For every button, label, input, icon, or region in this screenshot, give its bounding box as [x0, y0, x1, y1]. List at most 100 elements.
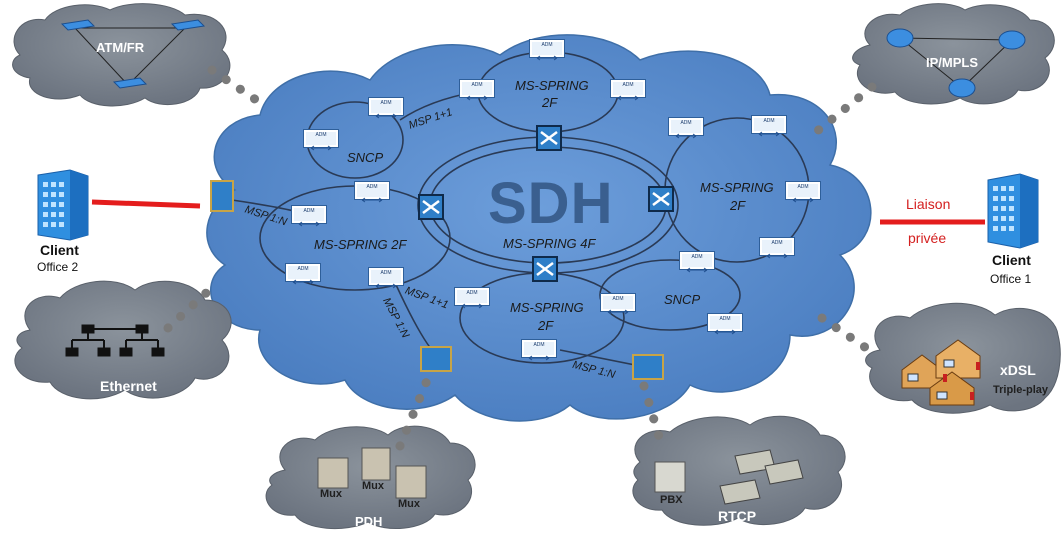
connector-ipmpls — [811, 82, 877, 137]
mux-label-3: Mux — [398, 498, 420, 510]
adm-node-icon: ADM — [669, 118, 703, 139]
ethernet-label: Ethernet — [100, 378, 157, 394]
ring-bottom-sub: 2F — [538, 318, 554, 333]
connector-xdsl — [817, 313, 883, 361]
ipmpls-label: IP/MPLS — [926, 55, 979, 70]
adm-node-label: ADM — [533, 342, 545, 348]
rtcp-label: RTCP — [718, 508, 757, 524]
ring-top-label: MS-SPRING — [515, 78, 589, 93]
adm-node-icon: ADM — [786, 182, 820, 203]
sdh-cloud — [206, 34, 872, 422]
adm-arrow-icon — [375, 276, 397, 289]
adm-node-label: ADM — [315, 132, 327, 138]
adm-arrow-icon — [461, 296, 483, 309]
adm-arrow-icon — [310, 138, 332, 151]
adm-node-label: ADM — [380, 100, 392, 106]
adm-arrow-icon — [361, 190, 383, 203]
adm-node-icon: ADM — [292, 206, 326, 227]
adm-arrow-icon — [617, 88, 639, 101]
connector-ethernet — [163, 277, 223, 333]
adm-node-icon: ADM — [611, 80, 645, 101]
xdsl-sub-label: Triple-play — [993, 384, 1049, 396]
adm-node-icon: ADM — [708, 314, 742, 335]
adm-node-icon: ADM — [355, 182, 389, 203]
leased-line-label-1: Liaison — [906, 196, 951, 212]
adm-node-label: ADM — [366, 184, 378, 190]
adm-node-label: ADM — [680, 120, 692, 126]
adm-node-icon: ADM — [369, 268, 403, 289]
adm-node-label: ADM — [297, 266, 309, 272]
adm-arrow-icon — [375, 106, 397, 119]
adm-node-icon: ADM — [601, 294, 635, 315]
adm-node-label: ADM — [612, 296, 624, 302]
adm-arrow-icon — [766, 246, 788, 259]
ring-sncp-right — [599, 259, 741, 331]
connectors — [163, 65, 883, 451]
mux-label-2: Mux — [362, 480, 384, 492]
adm-node-icon: ADM — [760, 238, 794, 259]
adm-node-label: ADM — [622, 82, 634, 88]
building-office1-icon — [987, 173, 1039, 249]
leased-line-office2 — [91, 199, 201, 209]
adm-arrow-icon — [758, 124, 780, 137]
adm-node-icon: ADM — [752, 116, 786, 137]
ring-right-sub: 2F — [730, 198, 746, 213]
sncp-right-label: SNCP — [664, 292, 701, 307]
sdh-title: SDH — [488, 171, 614, 236]
pdh-label: PDH — [355, 514, 383, 529]
mux-equipment-icon — [317, 447, 427, 499]
cloud-ethernet — [14, 280, 232, 400]
ip-routers-icon — [886, 28, 1026, 98]
client-office2-title: Client — [40, 242, 79, 258]
adm-node-label: ADM — [797, 184, 809, 190]
cross-connect-icon — [532, 256, 558, 282]
adm-node-label: ADM — [719, 316, 731, 322]
adm-node-icon: ADM — [286, 264, 320, 285]
building-office2-icon — [37, 169, 89, 241]
pbx-label: PBX — [660, 494, 683, 506]
adm-arrow-icon — [536, 48, 558, 61]
ring-center-label: MS-SPRING 4F — [503, 236, 596, 251]
adm-arrow-icon — [466, 88, 488, 101]
adm-node-icon: ADM — [455, 288, 489, 309]
adm-node-label: ADM — [303, 208, 315, 214]
xdsl-label: xDSL — [1000, 362, 1036, 378]
adm-node-icon: ADM — [369, 98, 403, 119]
ethernet-lan-icon — [65, 324, 165, 357]
client-office1-sub: Office 1 — [990, 272, 1032, 286]
adm-arrow-icon — [714, 322, 736, 335]
adm-arrow-icon — [792, 190, 814, 203]
client-office2-sub: Office 2 — [37, 260, 79, 274]
adm-node-icon: ADM — [522, 340, 556, 361]
adm-node-icon: ADM — [530, 40, 564, 61]
adm-node-icon: ADM — [460, 80, 494, 101]
add-drop-access-icon — [632, 354, 664, 380]
ring-bottom-label: MS-SPRING — [510, 300, 584, 315]
adm-arrow-icon — [298, 214, 320, 227]
adm-node-label: ADM — [380, 270, 392, 276]
mux-label-1: Mux — [320, 488, 342, 500]
atm-label: ATM/FR — [96, 40, 145, 55]
adm-node-label: ADM — [466, 290, 478, 296]
connector-rtcp — [639, 381, 665, 445]
adm-node-icon: ADM — [680, 252, 714, 273]
ring-top-sub: 2F — [542, 95, 558, 110]
sncp-left-label: SNCP — [347, 150, 384, 165]
adm-node-label: ADM — [763, 118, 775, 124]
atm-switches-icon — [60, 19, 206, 89]
client-office1-title: Client — [992, 252, 1031, 268]
cross-connect-icon — [536, 125, 562, 151]
connector-pdh — [395, 373, 433, 451]
adm-arrow-icon — [292, 272, 314, 285]
leased-line-label-2: privée — [908, 230, 947, 246]
houses-icon — [901, 339, 981, 406]
terminal-mux-icon — [210, 180, 234, 212]
adm-node-label: ADM — [771, 240, 783, 246]
ring-right-label: MS-SPRING — [700, 180, 774, 195]
adm-arrow-icon — [675, 126, 697, 139]
adm-arrow-icon — [528, 348, 550, 361]
adm-node-label: ADM — [691, 254, 703, 260]
adm-arrow-icon — [607, 302, 629, 315]
cross-connect-icon — [418, 194, 444, 220]
